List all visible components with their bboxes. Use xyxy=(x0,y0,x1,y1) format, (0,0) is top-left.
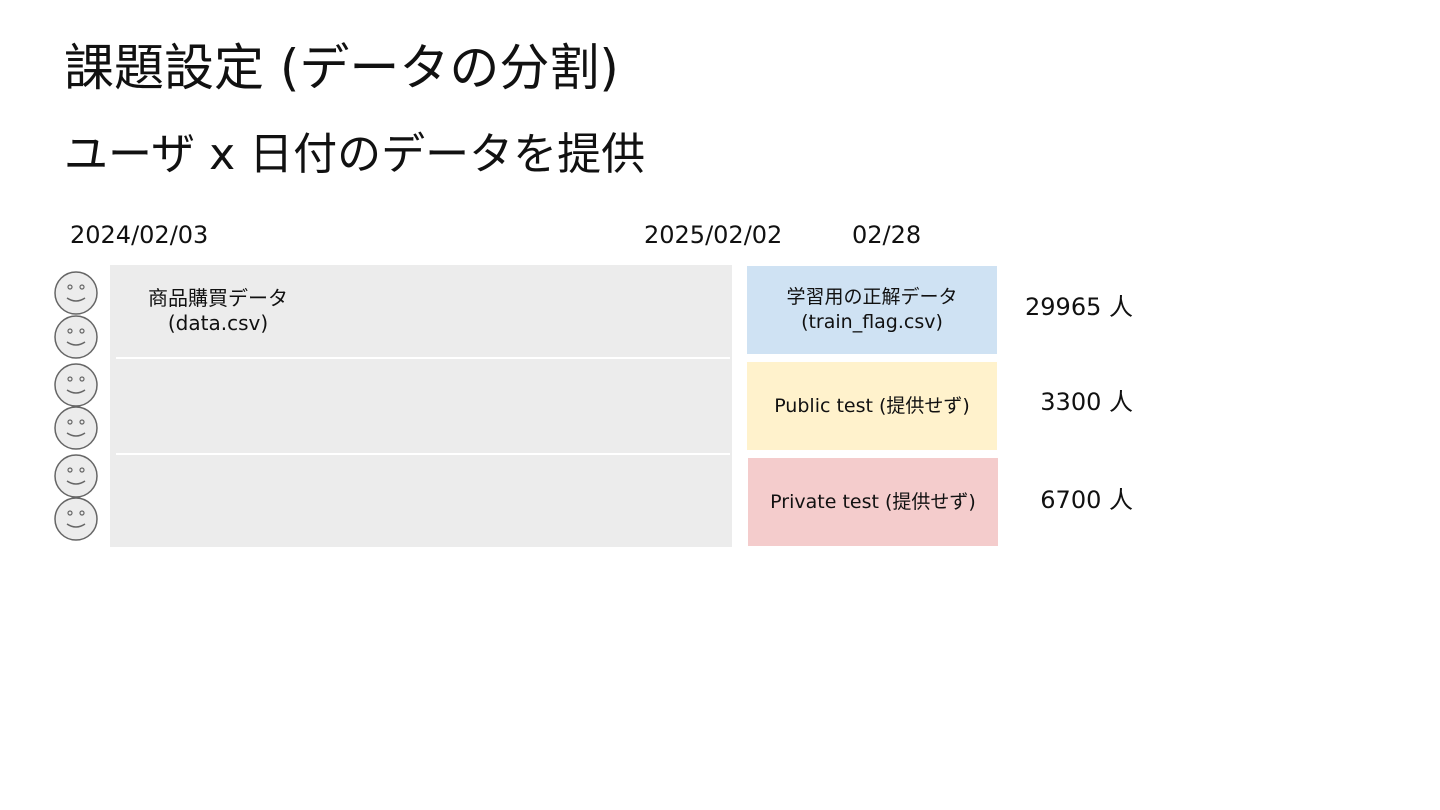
smiley-face-icon xyxy=(54,271,98,315)
slide-title: 課題設定 (データの分割) xyxy=(64,39,619,97)
split-date-label: 2025/02/02 xyxy=(644,221,783,249)
purchase-data-label: 商品購買データ (data.csv) xyxy=(148,286,288,336)
train-label-title: 学習用の正解データ xyxy=(786,286,958,308)
slide-subtitle: ユーザ x 日付のデータを提供 xyxy=(64,129,646,180)
smiley-face-icon xyxy=(54,406,98,450)
smiley-face-icon xyxy=(54,363,98,407)
train-user-count: 29965 人 xyxy=(1025,293,1133,321)
smiley-face-icon xyxy=(54,315,98,359)
private-test-box: Private test (提供せず) xyxy=(748,458,998,546)
end-date-label: 02/28 xyxy=(852,221,922,249)
train-label-filename: (train_flag.csv) xyxy=(801,311,943,333)
user-icons xyxy=(53,270,99,542)
private-user-count: 6700 人 xyxy=(1040,486,1133,514)
smiley-face-icon xyxy=(54,454,98,498)
start-date-label: 2024/02/03 xyxy=(70,221,209,249)
purchase-history-block xyxy=(110,265,732,547)
train-label-box: 学習用の正解データ (train_flag.csv) xyxy=(747,266,997,354)
row-divider xyxy=(116,453,730,455)
private-test-label: Private test (提供せず) xyxy=(770,490,976,513)
public-test-box: Public test (提供せず) xyxy=(747,362,997,450)
smiley-face-icon xyxy=(54,497,98,541)
row-divider xyxy=(116,357,730,359)
purchase-data-title: 商品購買データ xyxy=(148,286,288,310)
purchase-data-filename: (data.csv) xyxy=(167,311,269,335)
public-test-label: Public test (提供せず) xyxy=(774,394,970,417)
public-user-count: 3300 人 xyxy=(1040,388,1133,416)
